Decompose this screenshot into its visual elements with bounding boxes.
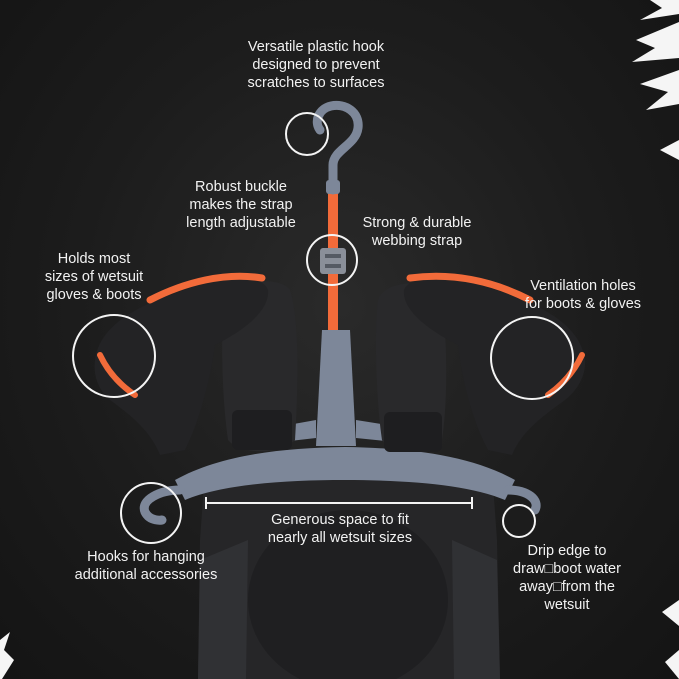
wetsuit-side-panel-left bbox=[198, 540, 248, 679]
gloves-label: Holds most sizes of wetsuit gloves & boo… bbox=[44, 251, 144, 303]
hanger-crossbar bbox=[175, 447, 515, 500]
hooks-callout-circle bbox=[120, 482, 182, 544]
ventilation-label: Ventilation holes for boots & gloves bbox=[524, 278, 642, 312]
space-label: Generous space to fit nearly all wetsuit… bbox=[267, 512, 413, 546]
buckle-label: Robust buckle makes the strap length adj… bbox=[186, 179, 296, 231]
drip-label: Drip edge to draw□boot water away□from t… bbox=[513, 543, 621, 613]
wetsuit-chest bbox=[248, 510, 448, 679]
hook-label: Versatile plastic hook designed to preve… bbox=[247, 39, 385, 91]
strap-label: Strong & durable webbing strap bbox=[362, 215, 472, 249]
buckle-callout-circle bbox=[306, 234, 358, 286]
ventilation-callout-circle bbox=[490, 316, 574, 400]
drip-callout-circle bbox=[502, 504, 536, 538]
hook-icon bbox=[503, 485, 541, 515]
hanger-spine bbox=[316, 330, 356, 446]
hooks-label: Hooks for hanging additional accessories bbox=[74, 549, 218, 583]
gloves-callout-circle bbox=[72, 314, 156, 398]
hook-callout-circle bbox=[285, 112, 329, 156]
brush-stroke-left bbox=[0, 632, 14, 679]
brush-stroke-right bbox=[632, 0, 679, 679]
space-arrow bbox=[205, 497, 473, 509]
wetsuit-side-panel-right bbox=[452, 540, 500, 679]
